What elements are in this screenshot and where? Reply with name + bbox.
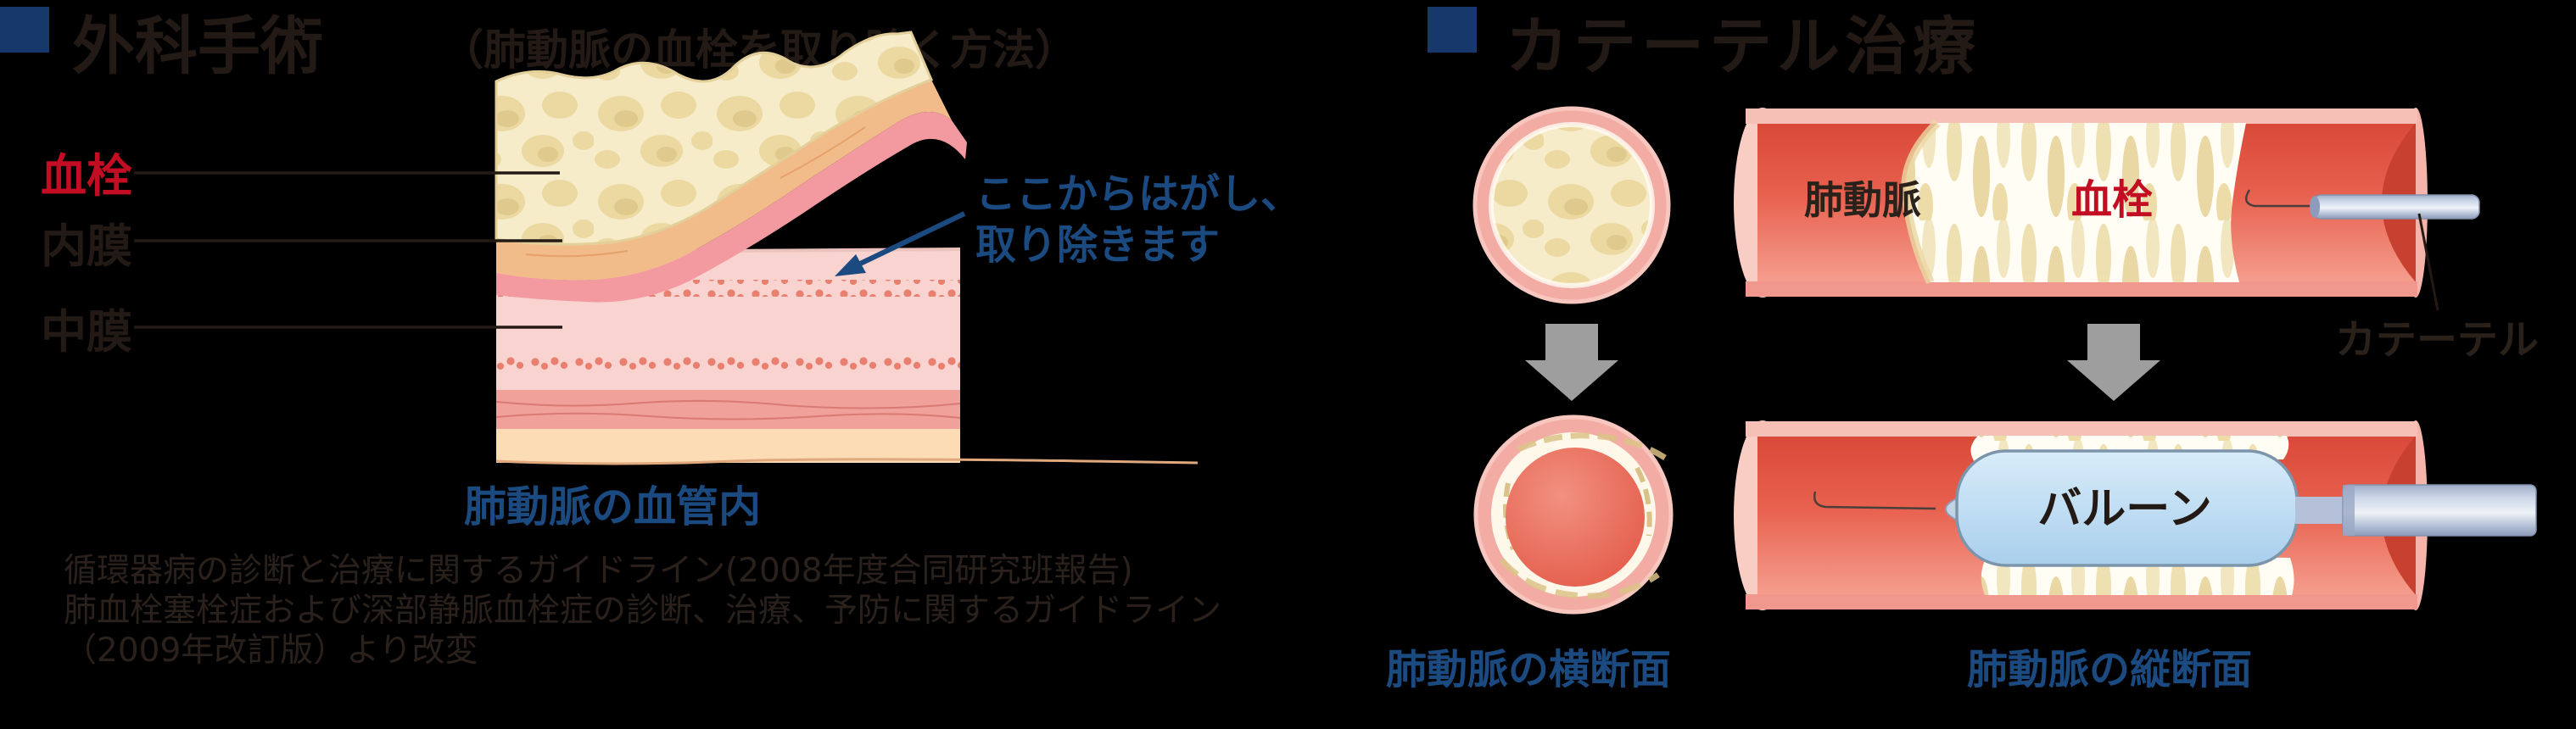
outer-media-layer <box>496 390 960 429</box>
flap-intima-pink-edge <box>496 112 967 303</box>
media-label: 中膜 <box>41 305 132 359</box>
reopened-cross-section <box>1473 415 1674 615</box>
surgery-heading-square <box>0 7 49 53</box>
flap-thrombus <box>495 31 933 246</box>
balloon-artery-tube: バルーン <box>1734 420 2537 610</box>
source-line1: 循環器病の診断と治療に関するガイドライン(2008年度合同研究班報告) <box>64 552 1133 590</box>
artery-label: 肺動脈 <box>1804 177 1921 223</box>
catheter-title: カテーテル治療 <box>1506 10 1981 83</box>
peel-annotation-line1: ここからはがし、 <box>975 170 1301 218</box>
surgery-title: 外科手術 <box>72 10 323 83</box>
longitudinal-section-caption: 肺動脈の縦断面 <box>1967 646 2252 693</box>
adventitia-edge <box>495 458 1199 465</box>
balloon-label: バルーン <box>2037 484 2211 535</box>
vessel-wall-illustration <box>495 31 1199 465</box>
guide-wire-top <box>2244 189 2313 208</box>
source-line2: 肺血栓塞栓症および深部静脈血栓症の診断、治療、予防に関するガイドライン <box>64 592 1221 630</box>
outer-media-texture-line2 <box>495 412 961 420</box>
catheter-panel: カテーテル治療 肺動脈の横断面 <box>1386 7 2539 693</box>
outer-media-texture-line <box>495 399 961 409</box>
thrombus-label: 血栓 <box>41 149 132 203</box>
guide-wire-bottom <box>1813 491 1936 510</box>
balloon-connector <box>2295 497 2344 524</box>
occluded-cross-section <box>1472 106 1671 304</box>
vessel-caption: 肺動脈の血管内 <box>464 482 761 531</box>
flap-intima-orange <box>496 80 952 281</box>
tube-thrombus-plug <box>1905 123 2246 282</box>
catheter-label: カテーテル <box>2335 316 2539 364</box>
media-dot-row-2 <box>496 356 960 373</box>
peel-annotation-line2: 取り除きます <box>975 221 1220 269</box>
catheter-rod-bottom <box>2342 484 2537 537</box>
tube-thrombus-label: 血栓 <box>2071 176 2153 224</box>
catheter-rod-top <box>2310 194 2480 220</box>
adventitia-layer <box>496 429 960 463</box>
occluded-artery-tube: 肺動脈 血栓 <box>1734 108 2480 298</box>
catheter-heading-square <box>1428 7 1477 53</box>
catheter-leader-line <box>2417 213 2439 311</box>
surgery-panel: 外科手術 （肺動脈の血栓を取り除く方法） 血栓 内膜 中膜 <box>0 7 1301 670</box>
source-line3: （2009年改訂版）より改変 <box>64 632 478 670</box>
cross-section-caption: 肺動脈の横断面 <box>1386 646 1671 693</box>
balloon: バルーン <box>1945 449 2299 567</box>
down-arrow-icon-left <box>1525 324 1618 401</box>
peel-arrow-icon <box>835 211 966 276</box>
down-arrow-icon-right <box>2067 324 2160 401</box>
intima-label: 内膜 <box>41 220 132 273</box>
